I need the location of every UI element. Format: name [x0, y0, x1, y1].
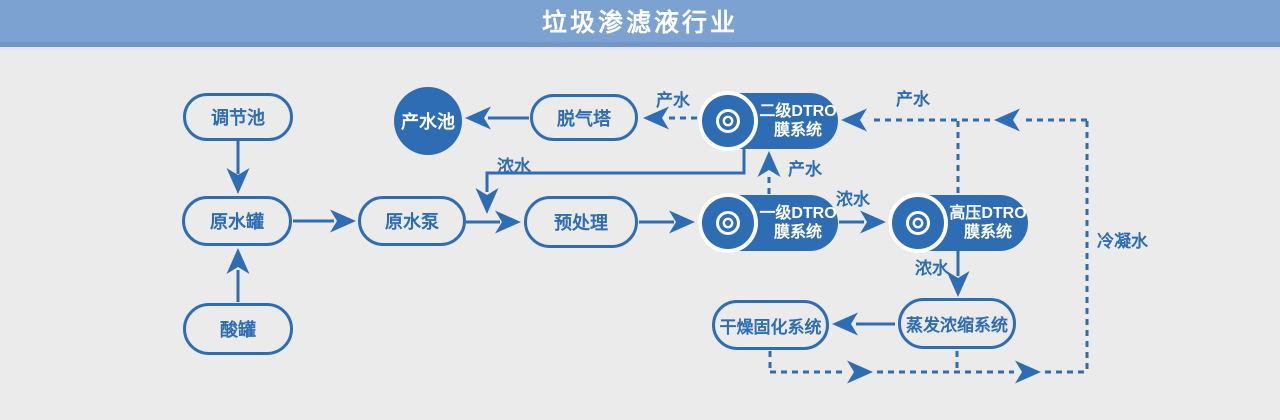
node-label-line1: 高压DTRO: [949, 204, 1027, 222]
label-concentrate-stage2-return: 浓水: [497, 157, 531, 176]
node-label: 原水泵: [385, 212, 439, 232]
label-concentrate-stage1-to-hp: 浓水: [836, 190, 870, 209]
membrane-icon: [698, 91, 758, 151]
flow-connectors: [226, 106, 1089, 384]
label-product-water-to-degasser: 产水: [656, 91, 690, 110]
dashed-flow-lines: [667, 116, 1089, 374]
node-label: 干燥固化系统: [719, 317, 822, 337]
node-label: 蒸发浓缩系统: [906, 316, 1008, 335]
node-regulating-pool: 调节池: [183, 93, 293, 141]
node-evaporation-system: 蒸发浓缩系统: [898, 298, 1016, 349]
solid-flow-lines: [236, 116, 960, 326]
label-concentrate-hp-to-evaporation: 浓水: [915, 259, 949, 278]
node-acid-tank: 酸罐: [183, 303, 293, 355]
node-label: 原水罐: [210, 212, 264, 232]
membrane-icon: [698, 193, 758, 253]
node-label: 调节池: [211, 108, 265, 128]
node-degassing-tower: 脱气塔: [530, 94, 638, 141]
node-product-water-pool: 产水池: [394, 87, 462, 155]
label-product-water-stage1-to-stage2: 产水: [788, 160, 822, 179]
title-bar: 垃圾渗滤液行业: [0, 0, 1280, 47]
node-label-line2: 膜系统: [773, 122, 822, 139]
page-title: 垃圾渗滤液行业: [541, 9, 738, 37]
node-label: 预处理: [554, 213, 608, 233]
node-raw-water-pump: 原水泵: [358, 196, 466, 246]
label-product-water-hp-return: 产水: [896, 90, 930, 109]
flow-diagram: 调节池 原水罐 酸罐 原水泵 预处理 脱气塔 产水池 二级DTRO 膜系统 一级: [0, 55, 1280, 420]
label-condensate: 冷凝水: [1097, 232, 1148, 251]
node-label-line2: 膜系统: [773, 224, 822, 241]
node-label: 脱气塔: [557, 108, 611, 129]
node-label-line1: 二级DTRO: [759, 102, 837, 120]
node-stage1-dtro: 一级DTRO 膜系统: [698, 193, 838, 253]
node-raw-water-tank: 原水罐: [182, 196, 292, 246]
node-stage2-dtro: 二级DTRO 膜系统: [698, 91, 838, 151]
node-pretreatment: 预处理: [524, 196, 638, 248]
membrane-icon: [888, 193, 948, 253]
node-label-line2: 膜系统: [963, 224, 1012, 241]
node-label: 酸罐: [220, 320, 256, 340]
node-drying-system: 干燥固化系统: [712, 300, 829, 350]
node-label: 产水池: [401, 112, 455, 132]
node-high-pressure-dtro: 高压DTRO 膜系统: [888, 193, 1028, 253]
node-label-line1: 一级DTRO: [759, 204, 837, 222]
